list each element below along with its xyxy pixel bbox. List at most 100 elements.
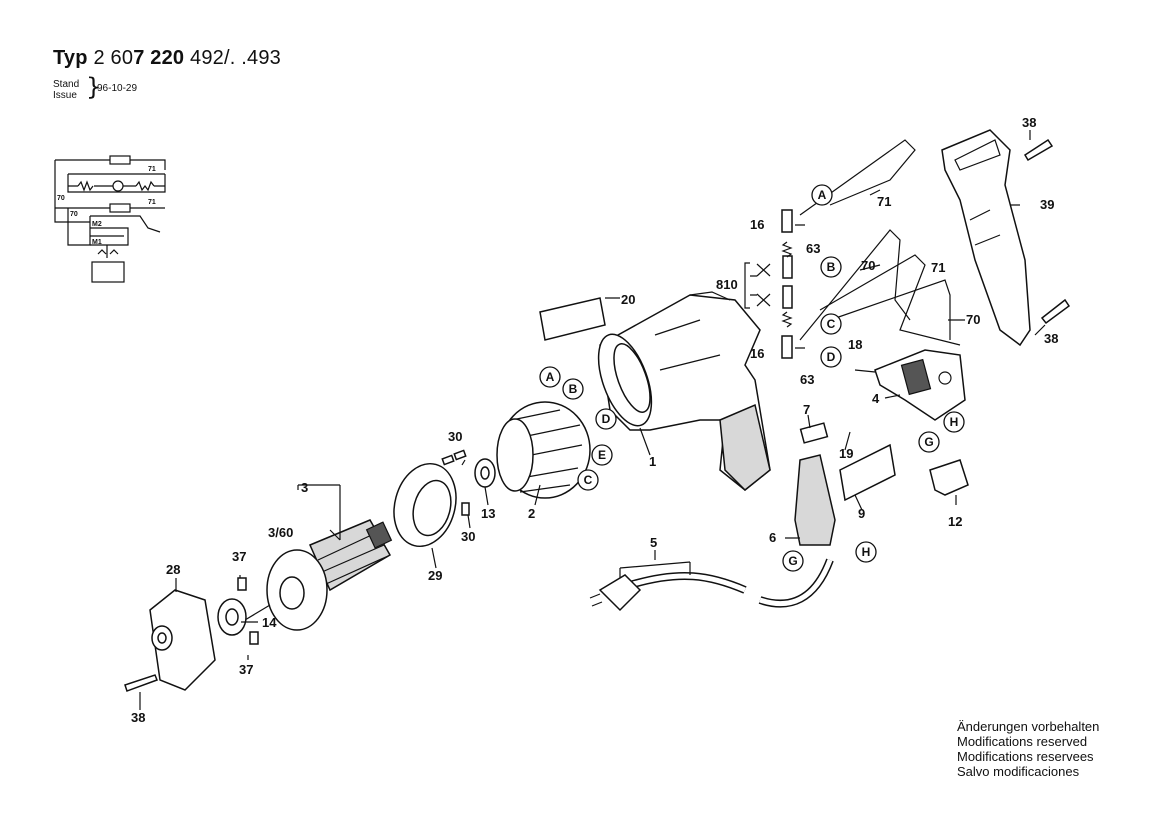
marker-g-1: G: [918, 431, 940, 453]
part-label-3: 3: [301, 480, 308, 495]
svg-text:C: C: [584, 473, 593, 487]
part-label-14: 14: [262, 615, 277, 630]
brace-icon: }: [86, 73, 102, 101]
part-label-38c: 38: [1044, 331, 1058, 346]
part-label-2: 2: [528, 506, 535, 521]
part-label-37a: 37: [232, 549, 246, 564]
part-label-20: 20: [621, 292, 635, 307]
type-number-b: 7 220: [133, 47, 185, 69]
capacitor-part: [929, 459, 969, 496]
issue-date: 96-10-29: [97, 83, 138, 94]
part-label-39: 39: [1040, 197, 1054, 212]
part-label-5: 5: [650, 535, 657, 550]
issue-label: Issue: [53, 90, 77, 101]
type-number-c: 492/. .493: [190, 47, 281, 69]
svg-text:H: H: [950, 415, 959, 429]
modifications-notice: Änderungen vorbehalten Modifications res…: [957, 719, 1099, 779]
motor-label-m1: M1: [92, 239, 102, 246]
wire-label-70a: 70: [57, 195, 65, 202]
svg-text:A: A: [546, 370, 555, 384]
label-9-part: [839, 443, 896, 502]
stand-issue-labels: Stand Issue: [53, 79, 79, 101]
part-label-71a: 71: [877, 194, 891, 209]
part-labels: 20 1 2 13 30 30 29 3 3/60 28 37 14 37 38…: [131, 115, 1058, 725]
marker-d-1: D: [595, 408, 617, 430]
reference-markers: A B D E C A B C D H G G H: [539, 184, 965, 572]
type-prefix: Typ: [53, 47, 88, 69]
housing-part: [597, 291, 771, 492]
screw-38-part: [124, 674, 158, 692]
part-label-37b: 37: [239, 662, 253, 677]
svg-text:D: D: [602, 412, 611, 426]
part-label-4: 4: [872, 391, 880, 406]
fan-baffle-part: [393, 462, 457, 548]
svg-text:A: A: [818, 188, 827, 202]
svg-text:C: C: [827, 317, 836, 331]
part-label-3-60: 3/60: [268, 525, 293, 540]
modification-line-es: Salvo modificaciones: [957, 764, 1080, 779]
modification-line-fr: Modifications reservees: [957, 749, 1094, 764]
cord-clamp-part: [799, 422, 829, 444]
part-label-6: 6: [769, 530, 776, 545]
screw-37-part: [237, 577, 247, 591]
gear-cover-part: [149, 589, 216, 691]
part-label-7: 7: [803, 402, 810, 417]
wire-label-71a: 71: [148, 166, 156, 173]
svg-text:D: D: [827, 350, 836, 364]
part-label-70a: 70: [861, 258, 875, 273]
type-number-a: 2 60: [93, 47, 134, 69]
svg-text:H: H: [862, 545, 871, 559]
marker-c-2: C: [820, 313, 842, 335]
wire-label-71b: 71: [148, 199, 156, 206]
leader-lines: [139, 130, 1046, 710]
part-label-30a: 30: [448, 429, 462, 444]
marker-b-2: B: [820, 256, 842, 278]
part-label-13: 13: [481, 506, 495, 521]
stator-part: [496, 401, 591, 499]
svg-text:G: G: [924, 435, 933, 449]
power-cord-part: [589, 558, 834, 612]
pin-part: [441, 454, 455, 466]
wire-label-70b: 70: [70, 211, 78, 218]
part-label-29: 29: [428, 568, 442, 583]
stand-label: Stand: [53, 79, 80, 90]
part-label-16a: 16: [750, 217, 764, 232]
marker-b-1: B: [562, 378, 584, 400]
marker-e-1: E: [591, 444, 613, 466]
strain-relief-part: [794, 454, 836, 546]
part-label-12: 12: [948, 514, 962, 529]
part-label-1: 1: [649, 454, 656, 469]
marker-h-1: H: [943, 411, 965, 433]
switch-part: [874, 349, 966, 421]
modification-line-de: Änderungen vorbehalten: [957, 719, 1100, 734]
handle-part: [941, 129, 1031, 347]
part-label-18: 18: [848, 337, 862, 352]
armature-part: [244, 519, 393, 631]
part-label-38a: 38: [131, 710, 145, 725]
part-label-71b: 71: [931, 260, 945, 275]
part-label-28: 28: [166, 562, 180, 577]
type-header: Typ 2 607 220 492/. .493: [53, 47, 281, 70]
part-label-70b: 70: [966, 312, 980, 327]
part-label-63a: 63: [806, 241, 820, 256]
part-label-810: 810: [716, 277, 738, 292]
part-label-9: 9: [858, 506, 865, 521]
modification-line-en: Modifications reserved: [957, 734, 1088, 749]
marker-g-2: G: [782, 550, 804, 572]
part-label-16b: 16: [750, 346, 764, 361]
part-label-63b: 63: [800, 372, 814, 387]
marker-d-2: D: [820, 346, 842, 368]
part-label-38b: 38: [1022, 115, 1036, 130]
marker-h-2: H: [855, 541, 877, 563]
marker-a-2: A: [811, 184, 833, 206]
part-label-30b: 30: [461, 529, 475, 544]
wiring-schematic: 71 71 70 70 M2 M1: [54, 155, 166, 283]
svg-text:B: B: [827, 260, 836, 274]
label-plate-part: [539, 297, 606, 341]
motor-label-m2: M2: [92, 221, 102, 228]
marker-a-1: A: [539, 366, 561, 388]
svg-text:E: E: [598, 448, 606, 462]
marker-c-1: C: [577, 469, 599, 491]
